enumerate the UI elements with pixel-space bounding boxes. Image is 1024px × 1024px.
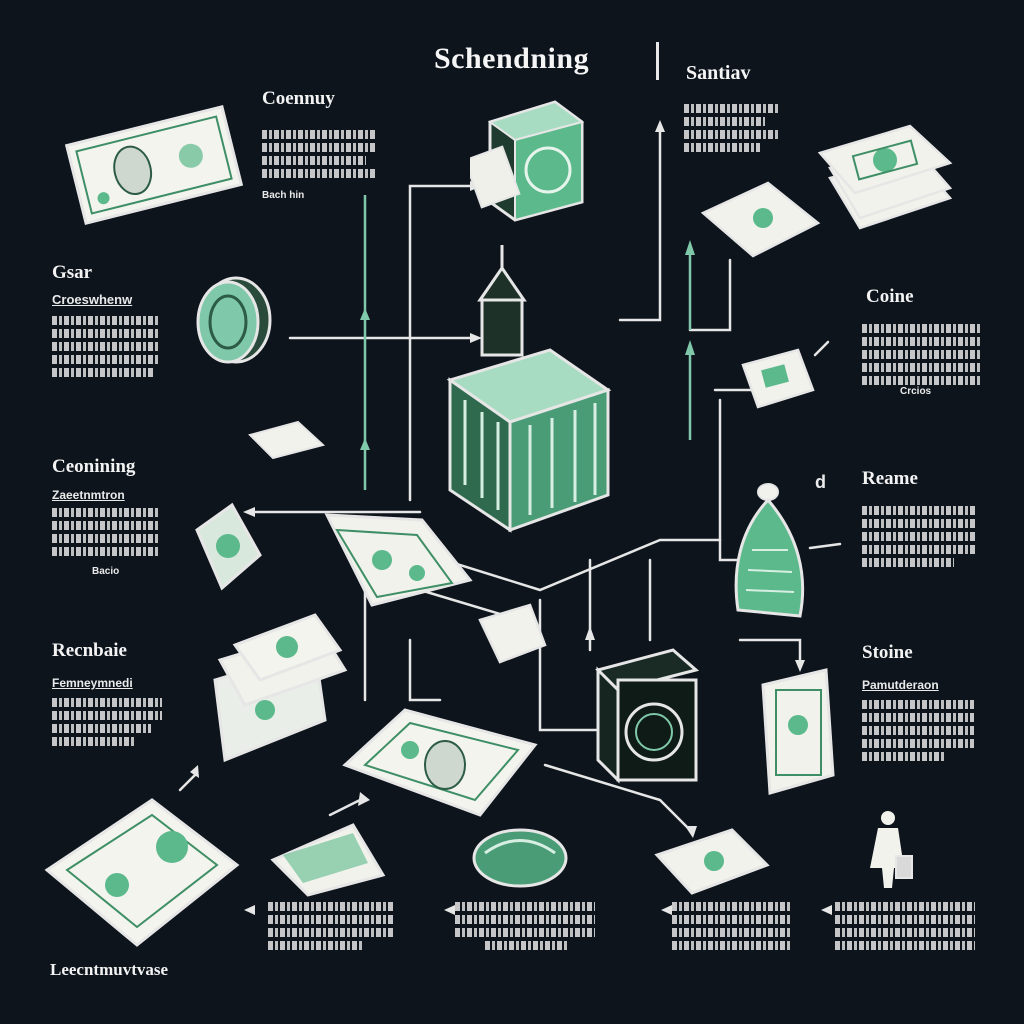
left-upper-text-block: [52, 312, 160, 381]
arrow-head: [360, 438, 370, 450]
label-left-middle-sub: Zaeetnmtron: [52, 488, 125, 502]
connector-line: [738, 638, 802, 667]
label-top-left: Coennuy: [262, 88, 335, 109]
page-title: Schendning: [434, 42, 590, 75]
money-stack-icon: [270, 823, 386, 897]
label-right-upper: Coine: [866, 286, 914, 307]
arrow-head: [795, 660, 805, 672]
subtitle-text-block: [684, 100, 779, 156]
arrow-head: [685, 340, 695, 355]
money-bill-icon: [64, 105, 244, 225]
money-stack-icon: [472, 828, 568, 888]
bottom-text-block-2: [455, 898, 595, 954]
arrow-head: [243, 507, 255, 517]
connector-line: [378, 538, 722, 592]
arrow-head: [821, 905, 832, 915]
money-stack-icon: [213, 613, 348, 763]
money-bill-icon: [342, 708, 538, 817]
label-right-middle: Reame: [862, 468, 918, 489]
connector-line: [408, 638, 442, 702]
label-left-upper-sub: Croeswhenw: [52, 292, 133, 307]
money-stack-icon: [817, 124, 953, 230]
arrow-head: [244, 905, 255, 915]
label-left-lower: Recnbaie: [52, 640, 127, 661]
money-bill-icon: [44, 798, 240, 947]
money-bag-icon: [734, 483, 805, 618]
money-stack-icon: [324, 513, 473, 607]
arrow-head: [585, 626, 595, 640]
arrow-head: [358, 792, 370, 806]
title-separator: [656, 42, 659, 80]
vault-safe-icon: [595, 648, 700, 784]
arrow-head: [685, 240, 695, 255]
connector-line: [688, 258, 732, 332]
bottom-text-block-3: [672, 898, 790, 954]
label-left-lower-sub: Femneymnedi: [52, 676, 133, 690]
connector-line: [543, 763, 692, 832]
connector-line: [813, 340, 830, 357]
right-upper-note: Crcios: [900, 386, 932, 397]
money-bill-icon: [195, 502, 262, 591]
label-left-upper: Gsar: [52, 262, 93, 283]
bank-building-icon: [446, 245, 612, 533]
money-stack-icon: [470, 100, 585, 222]
left-lower-text-block: [52, 694, 162, 750]
connector-line: [328, 798, 362, 817]
coin-roll-icon: [196, 276, 272, 364]
connector-line: [618, 128, 662, 322]
connector-line: [408, 184, 472, 502]
right-lower-text-block: [862, 696, 974, 765]
right-upper-text-block: [862, 320, 980, 389]
left-middle-text-block: [52, 504, 160, 560]
right-middle-note: d: [815, 472, 826, 492]
arrow-head: [470, 333, 482, 343]
top-left-note: Bach hin: [262, 190, 305, 201]
page-subtitle: Santiav: [686, 62, 751, 84]
bottom-text-block-4: [835, 898, 975, 954]
right-middle-text-block: [862, 502, 977, 571]
connector-line: [808, 542, 842, 550]
money-bill-icon: [741, 348, 815, 409]
top-left-text-block: [262, 126, 377, 182]
label-bottom-left: Leecntmuvtvase: [50, 960, 169, 979]
label-right-lower: Stoine: [862, 642, 913, 663]
arrow-head: [360, 308, 370, 320]
arrow-head: [655, 120, 665, 132]
arrow-head: [661, 905, 672, 915]
person-icon: [870, 811, 913, 888]
left-middle-note: Bacio: [92, 566, 120, 577]
arrow-head: [685, 826, 697, 838]
money-bill-icon: [700, 181, 821, 258]
label-right-lower-sub: Pamutderaon: [862, 678, 939, 692]
bottom-text-block-1: [268, 898, 393, 954]
money-bill-icon: [248, 420, 326, 460]
money-bill-icon: [478, 603, 547, 664]
arrow-head: [190, 765, 199, 778]
money-bill-icon: [654, 828, 770, 895]
label-left-middle: Ceonining: [52, 456, 136, 477]
money-bill-icon: [761, 668, 835, 795]
connector-line: [178, 773, 197, 792]
arrow-head: [444, 905, 455, 915]
